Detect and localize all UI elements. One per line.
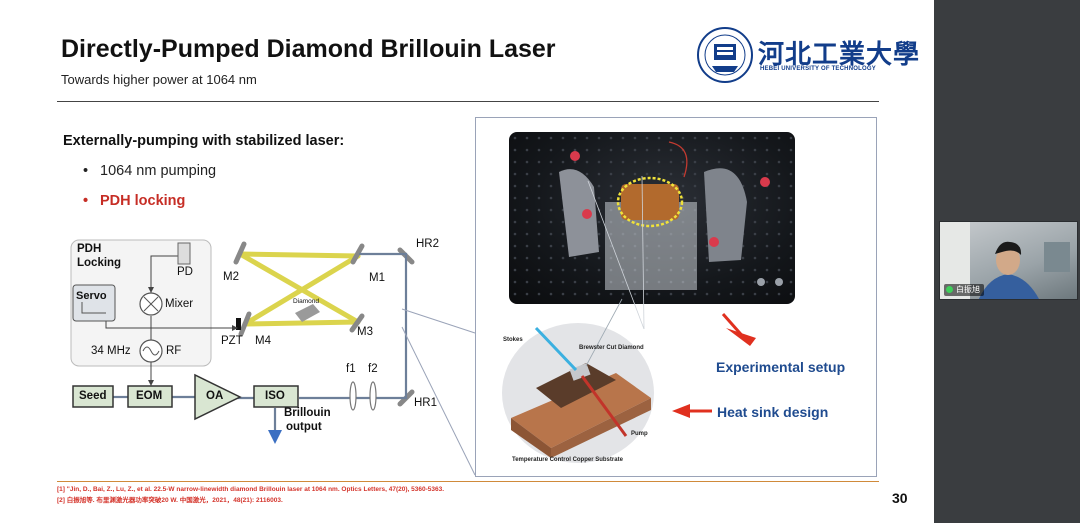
bullet-1064-pumping: 1064 nm pumping xyxy=(83,163,216,179)
section-heading: Externally-pumping with stabilized laser… xyxy=(63,133,345,149)
rf-label: RF xyxy=(166,345,182,357)
mic-icon xyxy=(946,286,953,293)
optical-bench-photo-icon xyxy=(509,132,795,304)
m2-label: M2 xyxy=(223,271,239,283)
lens-f1 xyxy=(349,381,357,411)
pzt-actuator xyxy=(236,318,241,330)
diamond-crystal xyxy=(295,304,320,322)
eom-box xyxy=(127,385,173,408)
f1-label: f1 xyxy=(346,363,356,375)
experimental-setup-label: Experimental setup xyxy=(716,359,846,375)
cavity-beams xyxy=(237,251,361,327)
optical-schematic xyxy=(70,239,476,476)
m4-mirror xyxy=(238,311,252,337)
oa-amplifier xyxy=(194,373,242,421)
pdh-title-line1: PDH xyxy=(77,243,102,255)
lens-f2 xyxy=(369,381,377,411)
slide-subtitle: Towards higher power at 1064 nm xyxy=(61,72,257,87)
participant-name: 白振旭 xyxy=(956,285,980,294)
servo-label: Servo xyxy=(76,290,107,302)
zoom-line-top xyxy=(401,308,476,334)
m3-label: M3 xyxy=(357,326,373,338)
title-divider xyxy=(57,101,879,102)
seed-label: Seed xyxy=(79,390,107,402)
f2-label: f2 xyxy=(368,363,378,375)
pzt-label: PZT xyxy=(221,335,243,347)
servo-box xyxy=(72,284,116,322)
university-name-cn: 河北工業大學 xyxy=(758,40,921,70)
setup-figure-panel: Stokes Brewster Cut Diamond Pump Tempera… xyxy=(475,117,877,477)
slide-title: Directly-Pumped Diamond Brillouin Laser xyxy=(61,35,556,63)
seed-box xyxy=(72,385,114,408)
page-number: 30 xyxy=(892,490,908,506)
presentation-slide: Directly-Pumped Diamond Brillouin Laser … xyxy=(0,0,934,523)
m4-label: M4 xyxy=(255,335,271,347)
pump-label: Pump xyxy=(631,431,648,437)
pd-label: PD xyxy=(177,266,193,278)
university-logo: 河北工業大學 HEBEI UNIVERSITY OF TECHNOLOGY xyxy=(696,26,919,86)
stokes-label: Stokes xyxy=(503,337,523,343)
brewster-label: Brewster Cut Diamond xyxy=(579,345,644,351)
m1-label: M1 xyxy=(369,272,385,284)
experimental-setup-photo xyxy=(509,132,795,304)
hr2-label: HR2 xyxy=(416,238,440,250)
iso-box xyxy=(253,385,299,408)
diamond-label: Diamond xyxy=(293,298,320,305)
university-seal-icon xyxy=(697,27,753,83)
brillouin-output-line2: output xyxy=(286,421,322,433)
heat-sink-label: Heat sink design xyxy=(717,404,829,420)
pdh-title-line2: Locking xyxy=(77,257,122,269)
pd-detector xyxy=(177,242,191,265)
mixer-label: Mixer xyxy=(165,298,194,310)
university-name-en: HEBEI UNIVERSITY OF TECHNOLOGY xyxy=(760,66,876,72)
iso-label: ISO xyxy=(265,390,285,402)
hr1-label: HR1 xyxy=(414,397,438,409)
participant-name-tag: 白振旭 xyxy=(944,284,984,296)
brillouin-output-line1: Brillouin xyxy=(284,407,331,419)
zoom-line-bottom xyxy=(401,326,476,476)
references-divider xyxy=(57,481,879,482)
bullet-pdh-locking: PDH locking xyxy=(83,193,185,209)
substrate-label: Temperature Control Copper Substrate xyxy=(512,457,623,463)
references: [1] "Jin, D., Bai, Z., Lu, Z., et al. 22… xyxy=(57,484,444,506)
output-arrow xyxy=(268,430,282,444)
rf-frequency-label: 34 MHz xyxy=(91,345,131,357)
reference-2: [2] 白振旭等. 布里渊激光器功率突破20 W. 中国激光，2021，48(2… xyxy=(57,497,283,504)
reference-1: [1] "Jin, D., Bai, Z., Lu, Z., et al. 22… xyxy=(57,486,445,493)
participant-video-tile[interactable]: 白振旭 xyxy=(939,221,1078,300)
heat-sink-illustration xyxy=(502,175,756,463)
oa-label: OA xyxy=(206,390,224,402)
eom-label: EOM xyxy=(136,390,163,402)
